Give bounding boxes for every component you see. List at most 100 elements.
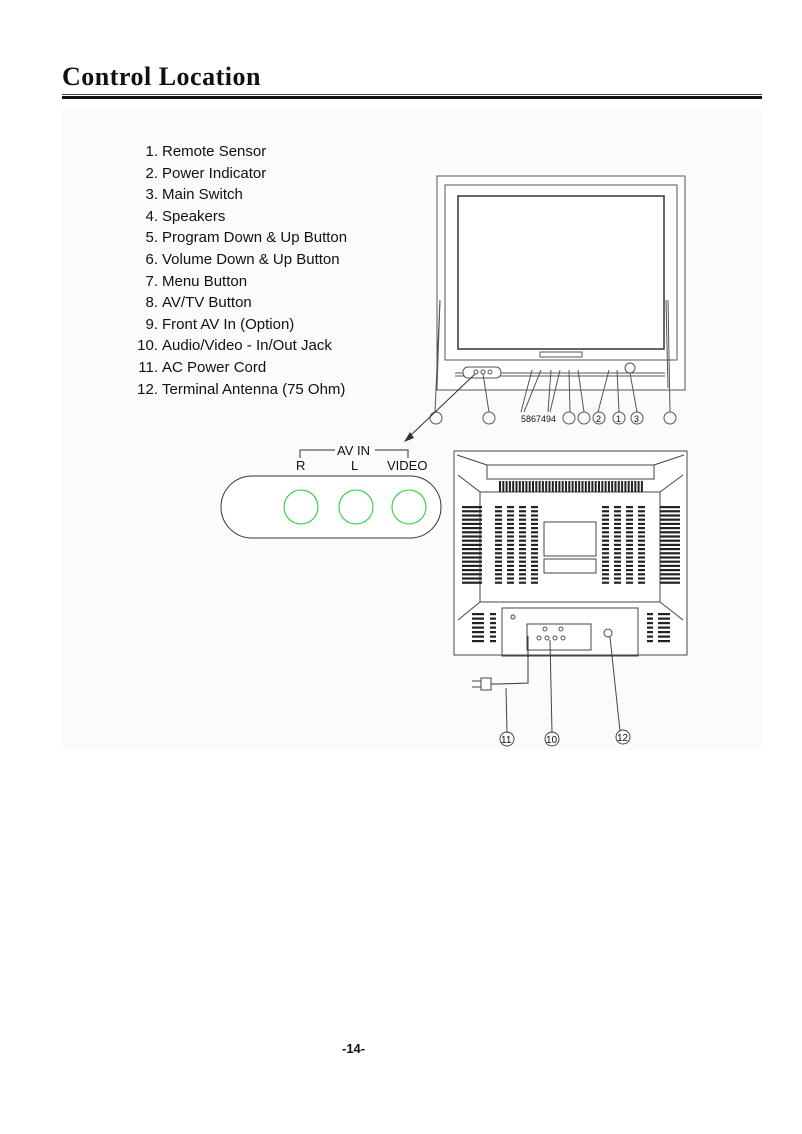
vent-slot bbox=[602, 506, 609, 509]
vent-slot bbox=[531, 577, 538, 580]
vent-slot bbox=[528, 481, 531, 492]
vent-slot bbox=[658, 626, 670, 629]
vent-slot bbox=[626, 518, 633, 521]
vent-slot bbox=[658, 631, 670, 634]
vent-slot bbox=[627, 481, 630, 492]
vent-slot bbox=[519, 535, 526, 538]
av-in-title: AV IN bbox=[337, 443, 370, 458]
vent-slot bbox=[602, 581, 609, 584]
vent-slot bbox=[614, 539, 621, 542]
vent-slot bbox=[626, 564, 633, 567]
vent-slot bbox=[495, 539, 502, 542]
vent-slot bbox=[647, 626, 653, 629]
vent-slot bbox=[495, 527, 502, 530]
legend-item: 12.Terminal Antenna (75 Ohm) bbox=[120, 379, 347, 401]
legend-item: 11.AC Power Cord bbox=[120, 357, 347, 379]
vent-slot bbox=[614, 527, 621, 530]
audio-l-jack bbox=[338, 489, 374, 525]
vent-slot bbox=[638, 548, 645, 551]
vent-slot bbox=[531, 569, 538, 572]
vent-slot bbox=[602, 577, 609, 580]
vent-slot bbox=[507, 522, 514, 525]
vent-slot bbox=[660, 514, 680, 517]
vent-slot bbox=[515, 481, 518, 492]
vent-slot bbox=[602, 543, 609, 546]
vent-slot bbox=[472, 631, 484, 634]
vent-slot bbox=[638, 552, 645, 555]
vent-slot bbox=[660, 560, 680, 563]
legend-item: 2.Power Indicator bbox=[120, 163, 347, 185]
vent-slot bbox=[626, 543, 633, 546]
legend-item: 1.Remote Sensor bbox=[120, 141, 347, 163]
vent-slot bbox=[495, 577, 502, 580]
vent-slot bbox=[638, 569, 645, 572]
vent-slot bbox=[522, 481, 525, 492]
vent-slot bbox=[462, 569, 482, 572]
vent-slot bbox=[602, 531, 609, 534]
legend-label: Volume Down & Up Button bbox=[162, 250, 340, 268]
legend-label: Terminal Antenna (75 Ohm) bbox=[162, 380, 346, 398]
vent-slot bbox=[647, 635, 653, 638]
vent-slot bbox=[462, 527, 482, 530]
vent-slot bbox=[660, 527, 680, 530]
vent-slot bbox=[495, 569, 502, 572]
vent-slot bbox=[531, 560, 538, 563]
vent-slot bbox=[660, 518, 680, 521]
vent-slot bbox=[462, 577, 482, 580]
legend-label: Program Down & Up Button bbox=[162, 229, 348, 247]
legend-number: 12. bbox=[137, 380, 158, 398]
legend-label: Remote Sensor bbox=[162, 143, 267, 160]
legend-item: 4.Speakers bbox=[120, 206, 347, 228]
vent-slot bbox=[647, 613, 653, 616]
vent-slot bbox=[631, 481, 633, 492]
vent-slot bbox=[495, 531, 502, 534]
vent-slot bbox=[519, 560, 526, 563]
vent-slot bbox=[507, 548, 514, 551]
vent-slot bbox=[638, 518, 645, 521]
legend-label: Menu Button bbox=[162, 272, 248, 290]
legend-number: 8. bbox=[145, 294, 158, 312]
vent-slot bbox=[660, 522, 680, 525]
vent-slot bbox=[505, 481, 508, 492]
vent-slot bbox=[660, 531, 680, 534]
vent-slot bbox=[519, 531, 526, 534]
vent-slot bbox=[626, 552, 633, 555]
vent-slot bbox=[602, 510, 609, 513]
legend-item: 3.Main Switch bbox=[120, 184, 347, 206]
vent-slot bbox=[531, 514, 538, 517]
vent-slot bbox=[626, 560, 633, 563]
legend-label: Front AV In (Option) bbox=[162, 315, 295, 333]
vent-slot bbox=[647, 617, 653, 620]
vent-slot bbox=[495, 514, 502, 517]
vent-slot bbox=[614, 564, 621, 567]
vent-slot bbox=[462, 548, 482, 551]
vent-slot bbox=[561, 481, 564, 492]
vent-slot bbox=[495, 564, 502, 567]
vent-slot bbox=[660, 569, 680, 572]
vent-slot bbox=[507, 531, 514, 534]
vent-slot bbox=[660, 581, 680, 584]
legend-number: 10. bbox=[137, 337, 158, 355]
vent-slot bbox=[519, 573, 526, 576]
vent-slot bbox=[462, 522, 482, 525]
vent-slot bbox=[551, 481, 554, 492]
vent-slot bbox=[614, 569, 621, 572]
legend-label: Speakers bbox=[162, 207, 226, 225]
vent-slot bbox=[495, 573, 502, 576]
vent-slot bbox=[638, 581, 645, 584]
jack-icon bbox=[544, 635, 550, 641]
page-title: Control Location bbox=[62, 62, 261, 91]
vent-slot bbox=[531, 573, 538, 576]
callout-12: 12 bbox=[617, 733, 629, 744]
vent-slot bbox=[531, 506, 538, 509]
vent-slot bbox=[472, 617, 484, 620]
av-in-panel: AV IN R L VIDEO bbox=[220, 443, 442, 539]
vent-slot bbox=[614, 514, 621, 517]
jack-icon bbox=[552, 635, 558, 641]
vent-slot bbox=[638, 510, 645, 513]
vent-slot bbox=[495, 556, 502, 559]
vent-slot bbox=[507, 581, 514, 584]
vent-slot bbox=[626, 573, 633, 576]
